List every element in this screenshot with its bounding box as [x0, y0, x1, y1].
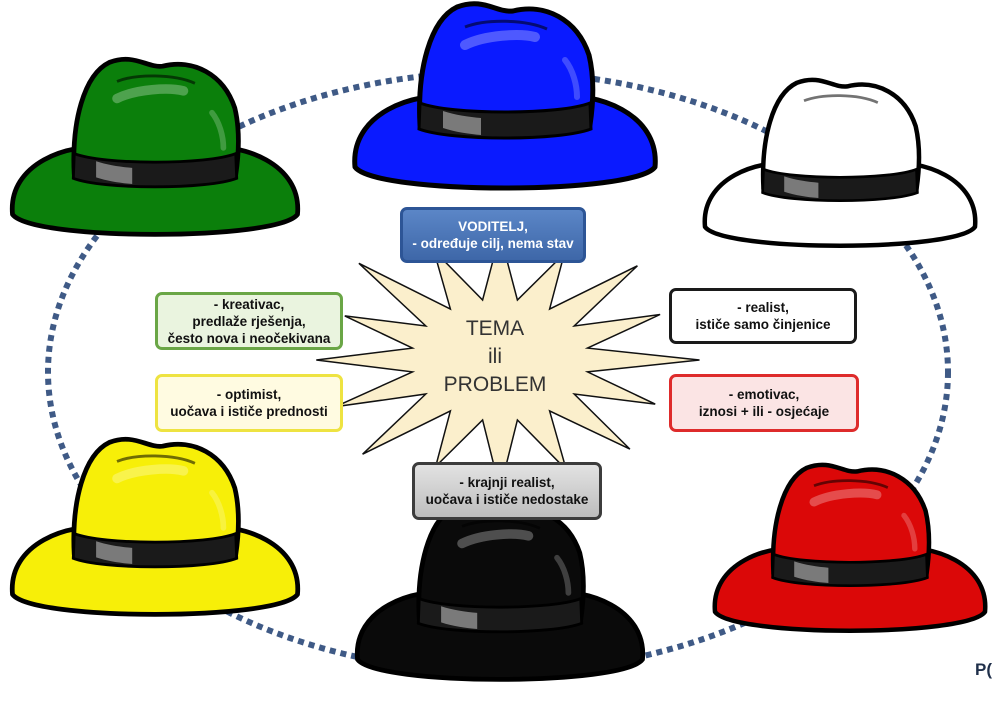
red-hat: [715, 465, 985, 631]
white-hat: [705, 80, 975, 246]
blue-hat: [355, 4, 656, 188]
black-hat: [357, 504, 643, 679]
center-label: TEMA ili PROBLEM: [443, 317, 547, 396]
label-white-hat: - realist, ističe samo činjenice: [669, 288, 857, 344]
label-green-hat: - kreativac, predlaže rješenja, često no…: [155, 292, 343, 350]
label-blue-hat: VODITELJ, - određuje cilj, nema stav: [400, 207, 586, 263]
label-black-hat: - krajnji realist, uočava i ističe nedos…: [412, 462, 602, 520]
yellow-hat: [12, 439, 298, 614]
label-red-hat: - emotivac, iznosi + ili - osjećaje: [669, 374, 859, 432]
corner-logo-fragment: P(: [975, 660, 992, 679]
green-hat: [12, 59, 298, 234]
label-yellow-hat: - optimist, uočava i ističe prednosti: [155, 374, 343, 432]
